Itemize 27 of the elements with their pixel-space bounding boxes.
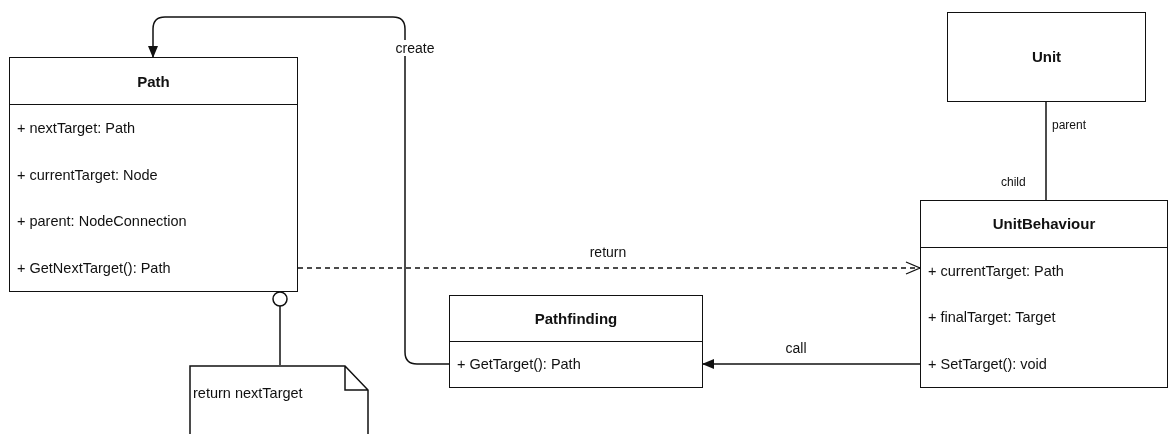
class-member: + finalTarget: Target	[928, 309, 1056, 326]
class-box	[449, 295, 703, 388]
note-shape	[189, 365, 369, 434]
class-name: UnitBehaviour	[992, 215, 1096, 233]
class-member: + currentTarget: Path	[928, 263, 1064, 280]
class-box	[920, 200, 1168, 388]
role-label: parent	[1052, 118, 1087, 132]
note-text: return nextTarget	[193, 385, 303, 401]
class-member: + currentTarget: Node	[17, 166, 158, 183]
role-label: child	[1001, 175, 1026, 189]
class-member: + nextTarget: Path	[17, 120, 136, 137]
class-name: Unit	[1031, 48, 1062, 65]
class-box	[9, 57, 298, 292]
arrow	[148, 16, 450, 365]
class-member: + parent: NodeConnection	[17, 213, 187, 230]
edge-label: return	[588, 244, 628, 260]
class-member: + GetTarget(): Path	[457, 356, 581, 373]
class-box	[947, 12, 1146, 102]
class-name: Path	[137, 72, 170, 90]
arrow	[297, 261, 921, 275]
class-member: + SetTarget(): void	[928, 355, 1047, 372]
connector-line	[1045, 101, 1047, 201]
edge-label: create	[393, 40, 437, 56]
class-name: Pathfinding	[534, 309, 618, 327]
arrow	[702, 359, 921, 369]
class-member: + GetNextTarget(): Path	[17, 259, 171, 276]
edge-label: call	[784, 340, 808, 356]
